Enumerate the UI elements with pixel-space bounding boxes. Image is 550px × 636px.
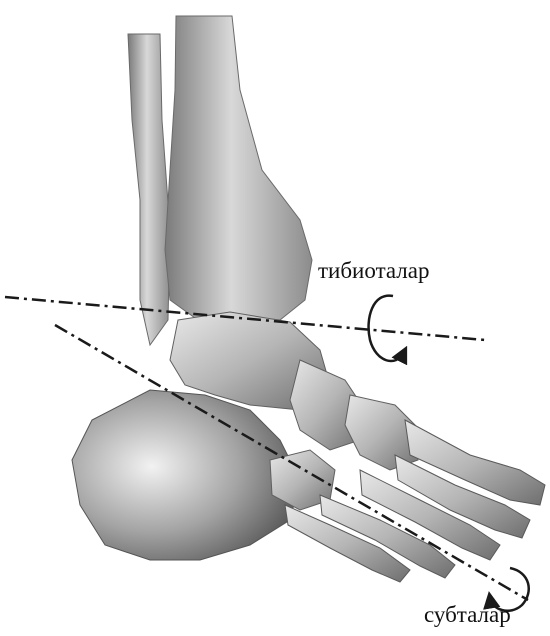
fibula-bone bbox=[128, 34, 170, 345]
tibia-bone bbox=[165, 16, 312, 320]
tibiotalar-rotation-icon bbox=[369, 296, 404, 361]
subtalar-label: субталар bbox=[424, 603, 511, 626]
tibiotalar-label: тибиоталар bbox=[318, 259, 430, 282]
calcaneus-bone bbox=[72, 390, 300, 560]
